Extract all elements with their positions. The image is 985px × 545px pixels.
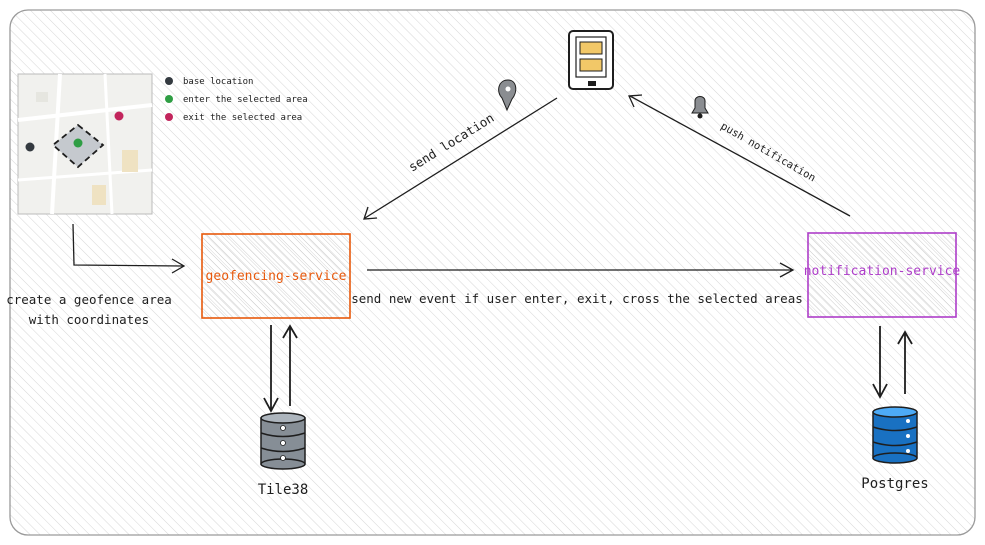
- legend-item-enter: enter the selected area: [165, 95, 308, 105]
- caption-line-2: with coordinates: [29, 312, 149, 327]
- caption-line-1: create a geofence area: [6, 292, 172, 307]
- send-location-arrow: [363, 97, 558, 220]
- event-arrow: [367, 262, 795, 278]
- map-legend: base location enter the selected area ex…: [165, 77, 308, 123]
- to-postgres-arrow: [872, 326, 888, 399]
- from-tile38-arrow: [282, 324, 298, 406]
- mobile-phone-icon: [568, 30, 614, 90]
- tile38-database-icon: [260, 412, 306, 470]
- legend-dot-enter: [165, 95, 173, 103]
- postgres-label: Postgres: [861, 476, 928, 492]
- notification-service-box: notification-service: [804, 232, 961, 318]
- location-pin-icon: [498, 79, 517, 112]
- bell-icon: [691, 96, 709, 119]
- tile38-label: Tile38: [258, 482, 309, 498]
- enter-area-point: [73, 138, 83, 148]
- from-postgres-arrow: [897, 330, 913, 394]
- push-notification-arrow: [628, 94, 851, 217]
- geofencing-service-label: geofencing-service: [206, 269, 347, 284]
- legend-dot-exit: [165, 113, 173, 121]
- legend-label: enter the selected area: [183, 95, 308, 105]
- map-to-geofencing-arrow: [72, 223, 186, 274]
- notification-service-label: notification-service: [804, 264, 961, 279]
- to-tile38-arrow: [263, 325, 279, 413]
- legend-label: exit the selected area: [183, 113, 302, 123]
- diagram-frame: [9, 9, 976, 536]
- event-arrow-label: send new event if user enter, exit, cros…: [351, 291, 803, 306]
- legend-item-exit: exit the selected area: [165, 113, 302, 123]
- legend-item-base-location: base location: [165, 77, 253, 87]
- map-thumbnail: [17, 73, 153, 215]
- legend-label: base location: [183, 77, 253, 87]
- postgres-database-icon: [872, 406, 918, 464]
- geofencing-service-box: geofencing-service: [201, 233, 351, 319]
- legend-dot-base: [165, 77, 173, 85]
- base-location-point: [25, 142, 35, 152]
- exit-area-point: [114, 111, 124, 121]
